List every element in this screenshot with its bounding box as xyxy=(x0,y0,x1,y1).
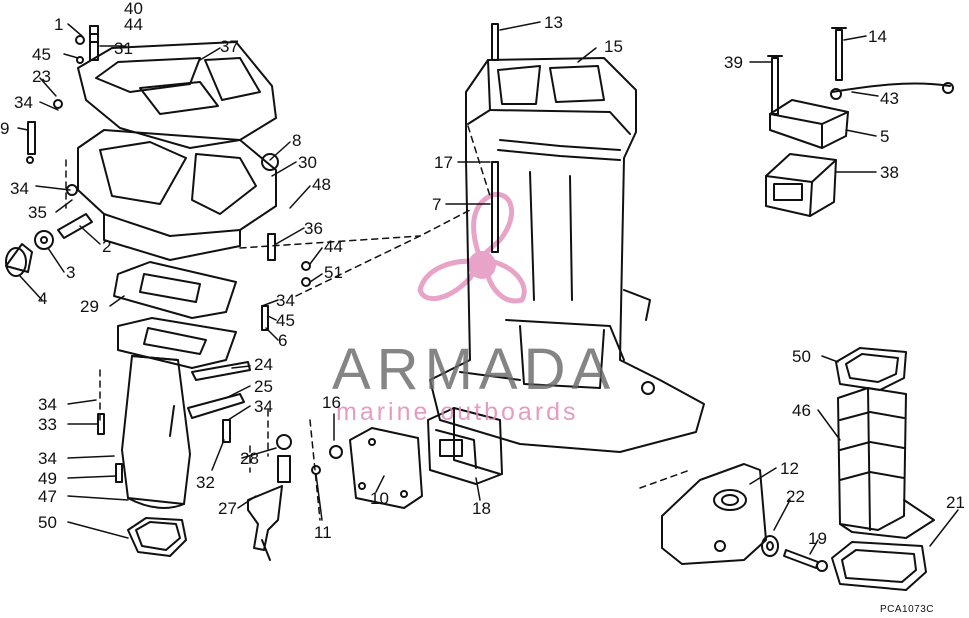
exhaust-plate-37 xyxy=(77,41,277,149)
part-label: 37 xyxy=(220,37,239,56)
part-label: 13 xyxy=(544,13,563,32)
part-label: 45 xyxy=(276,311,295,330)
exhaust-housing-12 xyxy=(661,463,767,565)
part-label: 6 xyxy=(278,331,288,350)
part-label: 12 xyxy=(780,459,799,478)
exhaust-tube-47 xyxy=(121,355,191,509)
gasket-50-left xyxy=(127,517,187,557)
part-label: 25 xyxy=(254,377,273,396)
part-label: 50 xyxy=(38,513,57,532)
part-label: 18 xyxy=(472,499,491,518)
electrical-parts xyxy=(765,27,954,217)
part-label: 30 xyxy=(298,153,317,172)
part-label: 51 xyxy=(324,263,343,282)
mount-18 xyxy=(427,407,503,485)
part-label: 34 xyxy=(38,395,57,414)
part-label: 3 xyxy=(66,263,76,282)
part-label: 34 xyxy=(276,291,295,310)
part-label: 21 xyxy=(946,493,965,512)
part-label: 14 xyxy=(868,27,887,46)
driveshaft-housing-15 xyxy=(429,23,705,453)
part-label: 44 xyxy=(124,15,143,34)
part-label: 1 xyxy=(54,15,64,34)
brackets-24-25 xyxy=(169,361,251,437)
part-label: 36 xyxy=(304,219,323,238)
part-label: 23 xyxy=(32,67,51,86)
part-label: 24 xyxy=(254,355,273,374)
part-label: 11 xyxy=(314,523,332,542)
part-label: 34 xyxy=(38,449,57,468)
adapter-housing-30 xyxy=(77,129,279,261)
mount-parts-2-3-4 xyxy=(5,213,93,277)
part-label: 7 xyxy=(432,195,442,214)
washer-screw-22-19 xyxy=(761,535,828,572)
part-label: 15 xyxy=(604,37,623,56)
watermark-tagline: marine outboards xyxy=(336,398,579,426)
part-label: 31 xyxy=(114,39,133,58)
part-label: 47 xyxy=(38,487,57,506)
part-label: 19 xyxy=(808,529,827,548)
part-label: 34 xyxy=(254,397,273,416)
gasket-21 xyxy=(831,541,927,591)
cover-plates-29 xyxy=(113,261,237,369)
water-tube-27-28 xyxy=(247,434,292,561)
part-label: 16 xyxy=(322,393,341,412)
part-label: 39 xyxy=(724,53,743,72)
bellows-46 xyxy=(837,387,935,539)
part-label: 2 xyxy=(102,237,112,256)
part-label: 10 xyxy=(370,489,389,508)
part-label: 4 xyxy=(38,289,48,308)
part-label: 29 xyxy=(80,297,99,316)
grommet-16 xyxy=(329,445,343,459)
watermark-name: ARMADA xyxy=(332,337,617,402)
part-label: 45 xyxy=(32,45,51,64)
part-label: 35 xyxy=(28,203,47,222)
part-label: 46 xyxy=(792,401,811,420)
part-label: 40 xyxy=(124,0,143,18)
part-label: 22 xyxy=(786,487,805,506)
part-label: 44 xyxy=(324,237,343,256)
part-label: 38 xyxy=(880,163,899,182)
inspection-cover-10 xyxy=(349,427,423,509)
part-label: 8 xyxy=(292,131,302,150)
part-label: 50 xyxy=(792,347,811,366)
part-label: 5 xyxy=(880,127,890,146)
part-label: 33 xyxy=(38,415,57,434)
part-label: 17 xyxy=(434,153,453,172)
part-label: 34 xyxy=(14,93,33,112)
part-label: 27 xyxy=(218,499,237,518)
part-label: 49 xyxy=(38,469,57,488)
dashed-leaders xyxy=(65,125,691,521)
part-label: 34 xyxy=(10,179,29,198)
part-label: 9 xyxy=(0,119,10,138)
part-label: 48 xyxy=(312,175,331,194)
reference-code: PCA1073C xyxy=(880,604,935,615)
label-leaders xyxy=(17,21,959,555)
part-label: 28 xyxy=(240,449,259,468)
gasket-50-right xyxy=(835,347,907,391)
part-label: 32 xyxy=(196,473,215,492)
part-label: 43 xyxy=(880,89,899,108)
